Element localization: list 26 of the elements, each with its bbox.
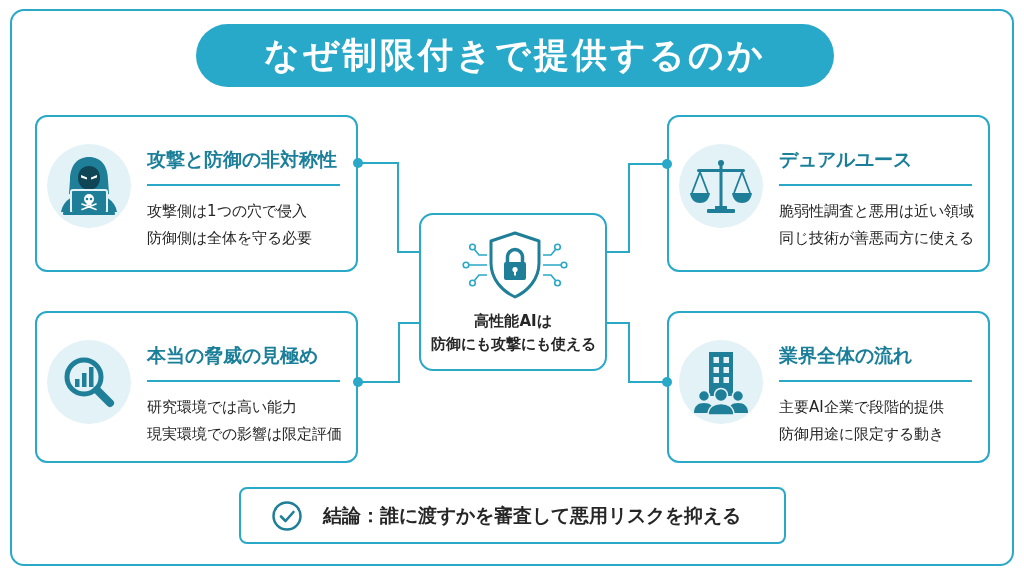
card-text: 現実環境での影響は限定評価 (147, 424, 342, 445)
hub-card (419, 213, 607, 371)
conclusion-text: 結論：誰に渡すかを審査して悪用リスクを抑える (323, 503, 741, 528)
hub-text: 高性能AIは (474, 311, 552, 332)
card-text: 防御側は全体を守る必要 (147, 228, 312, 249)
card-text: 主要AI企業で段階的提供 (779, 397, 944, 418)
card-text: 防御用途に限定する動き (779, 424, 944, 445)
card-text: 脆弱性調査と悪用は近い領域 (779, 201, 974, 222)
conclusion-box (239, 487, 786, 544)
card-heading: 本当の脅威の見極め (147, 343, 318, 367)
card-heading: 業界全体の流れ (779, 343, 912, 367)
card-heading: デュアルユース (779, 147, 912, 171)
connector-line (606, 322, 672, 387)
info-card (667, 311, 990, 463)
connector-line (353, 322, 420, 387)
card-heading: 攻撃と防御の非対称性 (147, 147, 337, 171)
info-card (667, 115, 990, 272)
connector-line (606, 159, 672, 253)
info-card (35, 115, 358, 272)
connector-line (353, 158, 420, 253)
title-banner: なぜ制限付きで提供するのか (196, 24, 834, 87)
hub-text: 防御にも攻撃にも使える (430, 334, 596, 355)
card-text: 研究環境では高い能力 (147, 397, 298, 418)
card-text: 同じ技術が善悪両方に使える (779, 228, 974, 249)
card-text: 攻撃側は1つの穴で侵入 (147, 201, 308, 222)
info-card (35, 311, 358, 463)
